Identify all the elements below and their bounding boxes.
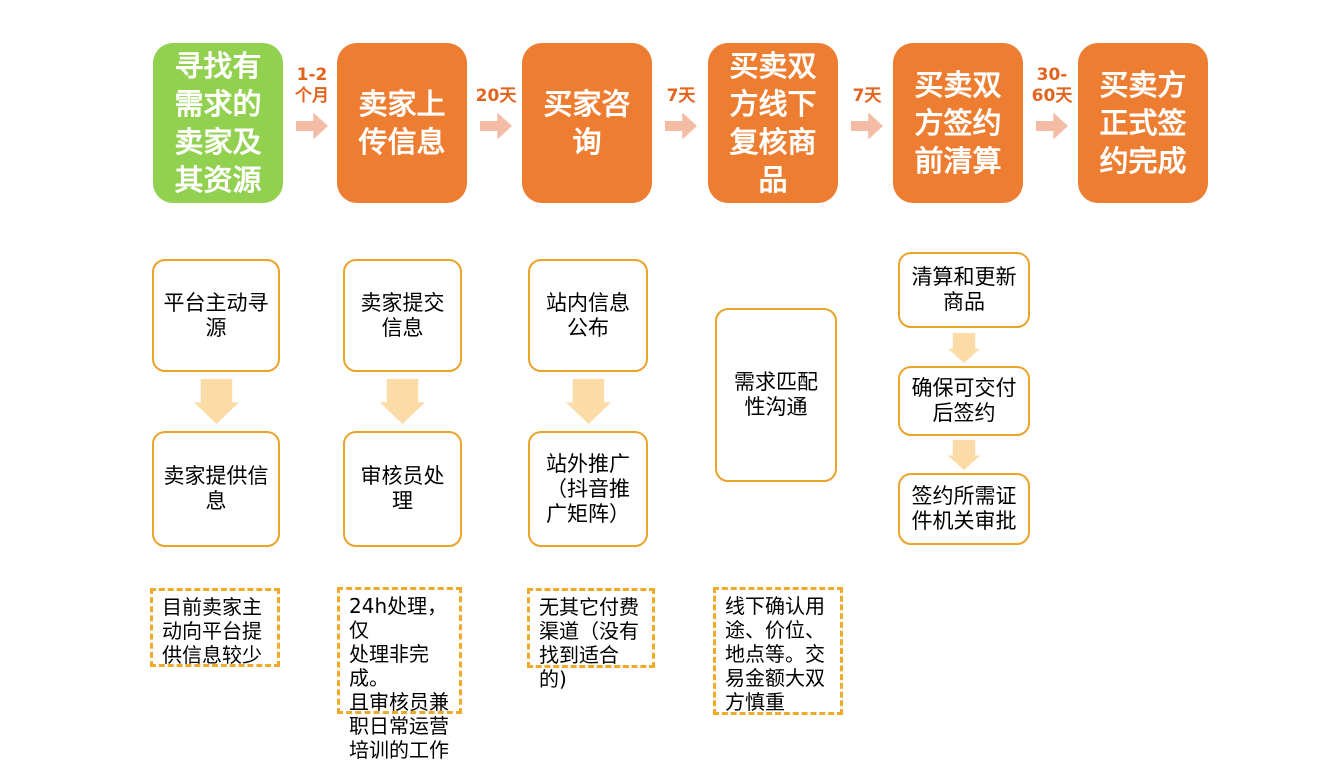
arrow-right-icon	[665, 112, 697, 140]
substep-platform-sourcing: 平台主动寻源	[152, 259, 280, 372]
connector-2: 20天	[468, 56, 524, 140]
duration-label-1: 1-2 个月	[295, 65, 329, 106]
connector-3: 7天	[653, 56, 709, 140]
duration-label-2: 20天	[475, 86, 517, 106]
arrow-down-icon	[948, 440, 980, 470]
substep-seller-submits-info: 卖家提交信息	[343, 259, 462, 372]
arrow-right-icon	[851, 112, 883, 140]
stage-offline-review: 买卖双方线下复核商品	[708, 43, 838, 203]
duration-label-4: 7天	[852, 86, 882, 106]
stage-seller-upload: 卖家上传信息	[337, 43, 467, 203]
note-seller-info-scarce: 目前卖家主 动向平台提 供信息较少	[150, 588, 280, 667]
connector-5: 30- 60天	[1024, 56, 1080, 140]
substep-demand-matching: 需求匹配性沟通	[715, 308, 837, 482]
substep-reviewer-handles: 审核员处理	[343, 431, 462, 547]
arrow-right-icon	[1036, 112, 1068, 140]
note-24h-processing: 24h处理，仅 处理非完成。 且审核员兼 职日常运营 培训的工作	[337, 587, 462, 762]
substep-settle-update-goods: 清算和更新商品	[898, 252, 1030, 328]
duration-label-5: 30- 60天	[1031, 65, 1073, 106]
substep-offsite-promotion: 站外推广（抖音推广矩阵）	[528, 431, 648, 547]
substep-ensure-deliverable: 确保可交付后签约	[898, 366, 1030, 436]
substep-certificate-approval: 签约所需证件机关审批	[898, 473, 1030, 545]
note-offline-confirmation: 线下确认用 途、价位、 地点等。交 易金额大双 方慎重	[713, 587, 843, 715]
arrow-down-icon	[948, 333, 980, 363]
substep-seller-provides-info: 卖家提供信息	[152, 431, 280, 547]
stage-sign-complete: 买卖方正式签约完成	[1078, 43, 1208, 203]
arrow-right-icon	[296, 112, 328, 140]
stage-pre-sign-settlement: 买卖双方签约前清算	[893, 43, 1023, 203]
connector-1: 1-2 个月	[284, 56, 340, 140]
stage-find-sellers: 寻找有需求的卖家及其资源	[153, 43, 283, 203]
stage-buyer-inquiry: 买家咨询	[522, 43, 652, 203]
arrow-down-icon	[380, 379, 425, 424]
arrow-right-icon	[480, 112, 512, 140]
arrow-down-icon	[194, 379, 239, 424]
arrow-down-icon	[566, 379, 611, 424]
note-no-paid-channels: 无其它付费 渠道（没有 找到适合的)	[527, 588, 655, 691]
duration-label-3: 7天	[666, 86, 696, 106]
substep-onsite-info-publish: 站内信息公布	[528, 259, 648, 372]
connector-4: 7天	[839, 56, 895, 140]
